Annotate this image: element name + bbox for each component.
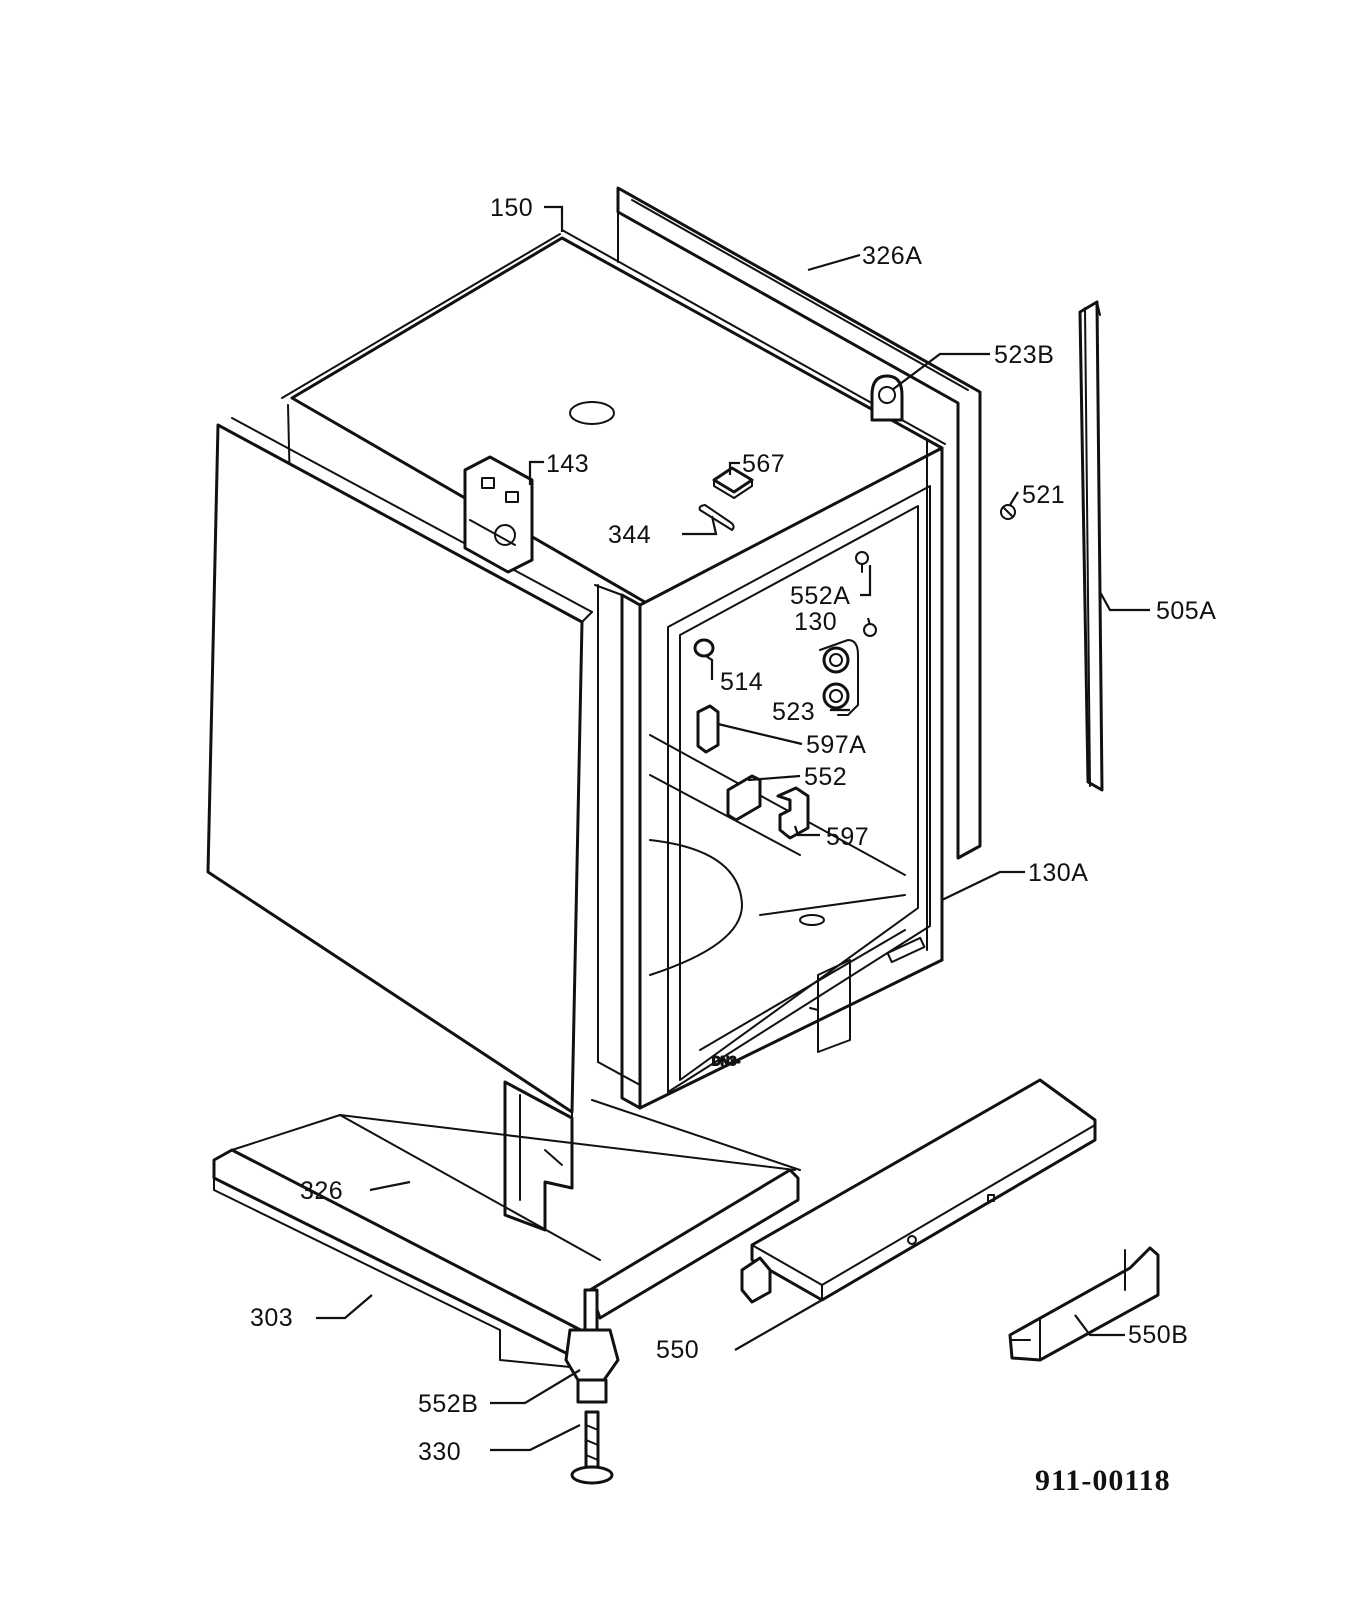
label-552a: 552A [790, 582, 850, 610]
leader-lines [316, 205, 1150, 1452]
clip-567 [712, 466, 754, 499]
plug-514 [693, 638, 715, 658]
label-303: 303 [250, 1304, 293, 1332]
label-326a: 326A [862, 242, 922, 270]
bracket-597 [776, 786, 810, 840]
side-panel-326 [206, 417, 593, 1232]
bushing-pair-523 [819, 639, 859, 716]
strip-552 [726, 774, 762, 822]
trim-strip-505a [1078, 300, 1104, 792]
hinge-bracket-143 [463, 455, 534, 574]
label-552: 552 [804, 763, 847, 791]
bracket-550b [1008, 1246, 1160, 1362]
label-550: 550 [656, 1336, 699, 1364]
label-550b: 550B [1128, 1321, 1188, 1349]
label-514: 514 [720, 668, 763, 696]
part-labels: 150 326A 523B 143 567 521 344 552A 130 5… [250, 194, 1216, 1497]
screw-521 [1000, 504, 1016, 520]
rear-panel-326a [616, 186, 982, 860]
label-521: 521 [1022, 481, 1065, 509]
label-326: 326 [300, 1177, 343, 1205]
label-330: 330 [418, 1438, 461, 1466]
label-523b: 523B [994, 341, 1054, 369]
screw-330 [570, 1410, 614, 1485]
bracket-597a [696, 704, 720, 754]
label-130: 130 [794, 608, 837, 636]
document-id: 911-00118 [1035, 1464, 1171, 1497]
fastener-552a [855, 551, 869, 573]
label-143: 143 [546, 450, 589, 478]
cabinet-tub: DN3- [281, 229, 946, 1110]
label-597a: 597A [806, 731, 866, 759]
label-567: 567 [742, 450, 785, 478]
toe-rail-550 [740, 1078, 1097, 1304]
leveling-foot-552b [564, 1288, 620, 1404]
label-130a: 130A [1028, 859, 1088, 887]
label-150: 150 [490, 194, 533, 222]
bushing-523b [870, 374, 904, 422]
label-344: 344 [608, 521, 651, 549]
label-552b: 552B [418, 1390, 478, 1418]
label-505a: 505A [1156, 597, 1216, 625]
wire-clip-344 [698, 504, 735, 531]
svg-text:DN3-: DN3- [712, 1054, 740, 1068]
label-597: 597 [826, 823, 869, 851]
label-523: 523 [772, 698, 815, 726]
